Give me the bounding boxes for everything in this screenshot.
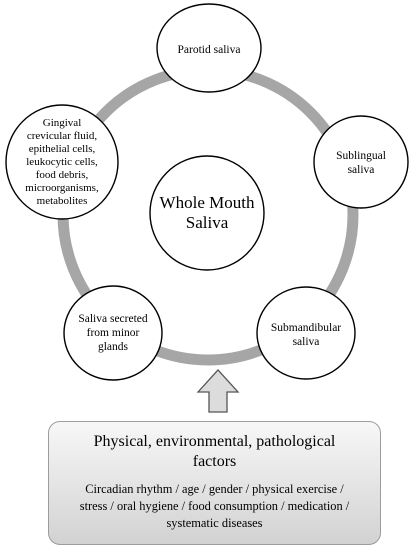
node-parotid-circle — [156, 3, 262, 93]
node-minor-glands-circle — [63, 285, 163, 381]
node-minor-glands-line-1: Saliva secreted — [78, 313, 148, 325]
center-node-line-1: Whole Mouth — [160, 193, 255, 212]
up-arrow-icon — [196, 369, 240, 413]
node-sublingual: Sublingual saliva — [313, 115, 409, 209]
center-node: Whole Mouth Saliva — [149, 155, 265, 271]
node-parotid-line-1: Parotid saliva — [178, 44, 241, 56]
node-gingival-line-1: Gingival — [43, 117, 82, 129]
center-node-line-2: Saliva — [186, 213, 229, 232]
node-gingival: Gingival crevicular fluid, epithelial ce… — [5, 104, 119, 220]
node-minor-glands-line-2: from minor — [87, 327, 140, 339]
node-submandibular-line-1: Submandibular — [271, 322, 341, 334]
node-submandibular-circle — [256, 286, 356, 380]
factors-list: Circadian rhythm / age / gender / physic… — [49, 481, 380, 532]
node-submandibular-line-2: saliva — [293, 336, 320, 348]
center-node-circle — [149, 155, 265, 271]
factors-list-line-2: stress / oral hygiene / food consumption… — [79, 499, 350, 513]
node-submandibular: Submandibular saliva — [256, 286, 356, 380]
node-gingival-line-2: crevicular fluid, — [27, 130, 97, 142]
node-gingival-line-3: epithelial cells, — [29, 143, 96, 155]
node-gingival-circle — [5, 104, 119, 220]
factors-box: Physical, environmental, pathological fa… — [48, 421, 381, 545]
node-parotid: Parotid saliva — [156, 3, 262, 93]
node-gingival-line-7: metabolites — [37, 195, 88, 207]
factors-list-line-3: systematic diseases — [166, 516, 263, 530]
node-minor-glands-line-3: glands — [98, 341, 129, 353]
node-minor-glands: Saliva secreted from minor glands — [63, 285, 163, 381]
node-sublingual-line-1: Sublingual — [336, 150, 386, 162]
factors-title-line-1: Physical, environmental, pathological — [93, 433, 336, 450]
factors-list-line-1: Circadian rhythm / age / gender / physic… — [85, 482, 344, 496]
node-gingival-line-5: food debris, — [36, 169, 89, 181]
node-gingival-line-6: microorganisms, — [25, 182, 99, 194]
node-sublingual-line-2: saliva — [348, 164, 375, 176]
factors-title-line-2: factors — [192, 453, 237, 470]
factors-title: Physical, environmental, pathological fa… — [49, 432, 380, 472]
node-gingival-line-4: leukocytic cells, — [26, 156, 98, 168]
node-sublingual-circle — [313, 115, 409, 209]
